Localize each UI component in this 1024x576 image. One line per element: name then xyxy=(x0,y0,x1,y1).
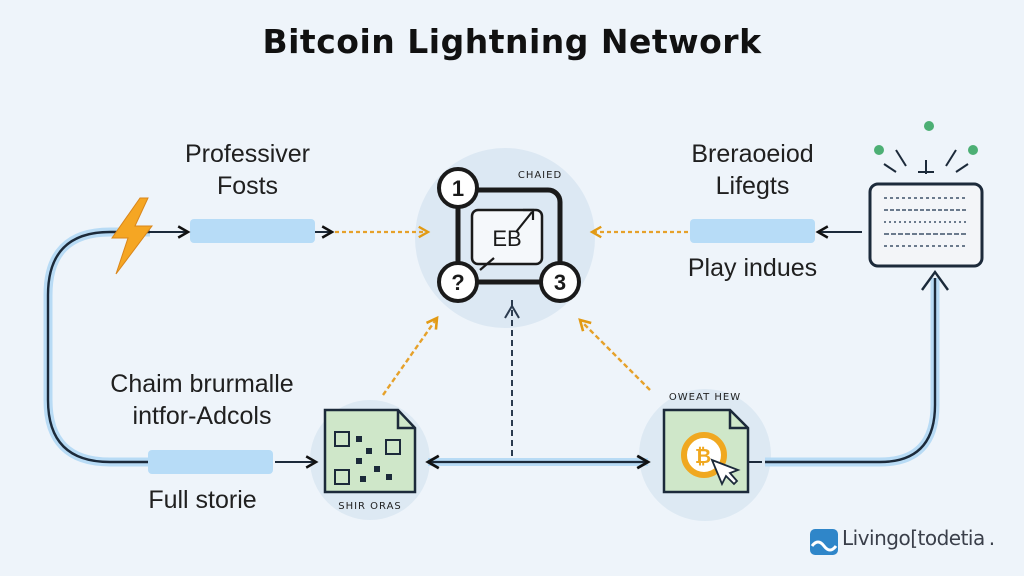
up-arrowhead xyxy=(921,269,949,291)
logo-icon xyxy=(810,529,838,555)
diagram-title: Bitcoin Lightning Network xyxy=(262,22,762,61)
logo-suffix: . xyxy=(988,526,995,550)
label-top-left-line2: Fosts xyxy=(216,172,279,200)
label-top-right: Breraoeiod Lifegts xyxy=(665,138,840,202)
hub-caption: CHAIED xyxy=(517,170,563,181)
hub-network-icon: 1 ? 3 EB xyxy=(437,167,581,303)
label-top-right-line2: Lifegts xyxy=(715,172,790,200)
label-top-left-line1: Professiver xyxy=(184,140,311,168)
hub-node-question: ? xyxy=(451,270,464,295)
label-left-mid-line1: Chaim brurmalle xyxy=(110,370,294,398)
label-left-mid-line2: intfor-Adcols xyxy=(132,402,272,430)
label-bottom-left: Full storie xyxy=(148,486,257,514)
hub-node-3: 3 xyxy=(554,270,566,295)
right-loop-connector xyxy=(765,278,940,467)
left-doc-caption: SHIR ORAS xyxy=(338,501,402,512)
hub-node-1: 1 xyxy=(452,176,464,201)
gold-diagonal-left xyxy=(382,315,439,396)
brand-logo: Livingo[todetia. xyxy=(808,526,995,550)
lightning-icon xyxy=(111,197,153,275)
top-left-bar xyxy=(190,219,315,243)
document-qr-icon xyxy=(323,408,417,494)
hub-center-glyph: EB xyxy=(492,226,521,251)
gold-diagonal-right xyxy=(578,318,651,391)
document-bitcoin-icon: ₿ xyxy=(662,408,750,494)
label-top-left: Professiver Fosts xyxy=(160,138,335,202)
svg-text:₿: ₿ xyxy=(695,446,711,468)
logo-text: Livingo[todetia xyxy=(842,526,985,550)
bottom-left-bar xyxy=(148,450,273,474)
label-right-mid: Play indues xyxy=(687,254,818,282)
top-right-bar xyxy=(690,219,815,243)
device-icon xyxy=(868,121,984,268)
right-doc-caption: OWEAT HEW xyxy=(668,392,742,403)
label-top-right-line1: Breraoeiod xyxy=(691,140,814,168)
label-left-mid: Chaim brurmalle intfor-Adcols xyxy=(92,368,312,432)
